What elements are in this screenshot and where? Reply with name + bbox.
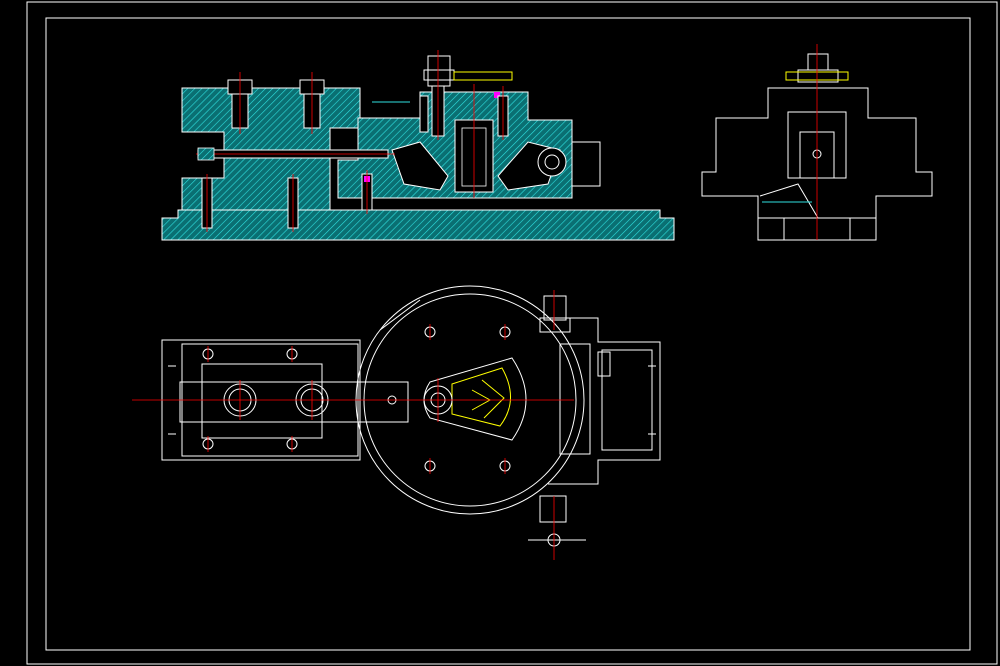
- side-bolt-head: [807, 53, 829, 71]
- slider-bar: [179, 381, 409, 423]
- side-section-curve: [759, 183, 819, 219]
- end-block: [571, 141, 601, 187]
- base-plate: [161, 209, 675, 241]
- drawing-frame: [26, 1, 998, 665]
- marker-2: [494, 92, 500, 98]
- pressure-plate: [453, 71, 513, 81]
- side-outline: [701, 87, 933, 241]
- top-knob-head: [543, 295, 567, 321]
- clamp-bolt-head: [427, 55, 451, 87]
- top-centerlines: [132, 290, 574, 560]
- left-jaw: [391, 141, 449, 191]
- housing-screw-2: [419, 95, 429, 133]
- top-base-left: [161, 339, 361, 461]
- cam-highlight: [451, 367, 511, 427]
- rod-knob: [197, 147, 215, 161]
- front-centerlines: [206, 50, 504, 232]
- handle-boss: [539, 495, 567, 523]
- front-section-view: [161, 50, 675, 241]
- side-view: [701, 44, 933, 241]
- top-frame-right: [548, 317, 661, 485]
- roller-outer: [537, 147, 567, 177]
- roller-inner: [544, 154, 560, 170]
- inner-border: [45, 17, 971, 651]
- top-pocket: [201, 363, 323, 439]
- outer-border: [26, 1, 998, 665]
- top-view: [132, 285, 661, 560]
